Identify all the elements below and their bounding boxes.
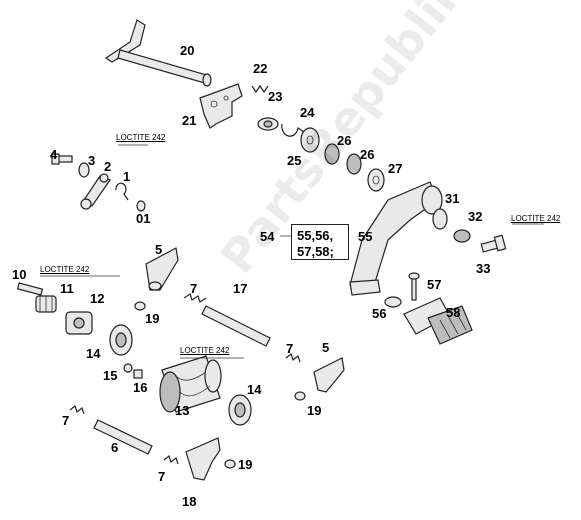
shift-fork-right-part: [313, 357, 345, 393]
part-number: 17: [233, 281, 248, 296]
part-number: 24: [300, 105, 315, 120]
part-number: 01: [136, 211, 151, 226]
spring-7-part: [183, 293, 207, 303]
part-number: 7: [158, 469, 166, 484]
part-15: [123, 363, 133, 373]
part-number: 13: [175, 403, 190, 418]
part-number: 5: [322, 340, 330, 355]
locking-lever-part: [65, 311, 93, 335]
part-number: 58: [446, 305, 461, 320]
part-number: 27: [388, 161, 403, 176]
shift-drum-part: [159, 355, 222, 413]
shift-lever-part: [349, 181, 443, 296]
part-number: 26: [337, 133, 352, 148]
part-number: 18: [182, 494, 197, 509]
part-number: 23: [268, 89, 283, 104]
bushing-19-part: [134, 301, 146, 311]
shift-plate-part: [199, 83, 243, 129]
part-number: 57: [427, 277, 442, 292]
part-number: 20: [180, 43, 195, 58]
part-number: 31: [445, 191, 460, 206]
group-number: 54: [260, 229, 275, 244]
needle-bearing-part: [324, 143, 362, 175]
bushing-32-part: [453, 229, 471, 243]
part-number: 14: [247, 382, 262, 397]
bushing-part: [257, 117, 279, 131]
footpeg-part: [403, 297, 473, 345]
loctite-label-2: LOCTITE 242: [511, 214, 561, 223]
washer-small-part: [78, 162, 90, 178]
bushing-19c-part: [224, 459, 236, 469]
part-number: 6: [111, 440, 119, 455]
washer-part: [300, 127, 320, 153]
shift-fork-lower-part: [185, 437, 221, 481]
bushing-19b-part: [294, 391, 306, 401]
part-number: 5: [155, 242, 163, 257]
part-number: 12: [90, 291, 105, 306]
spring-7c-part: [69, 404, 85, 415]
part-number: 3: [88, 153, 96, 168]
part-number: 7: [190, 281, 198, 296]
bearing-ring-part: [367, 168, 385, 192]
part-number: 14: [86, 346, 101, 361]
group-line-1: 55,56,: [297, 228, 334, 243]
pin-57-part: [408, 272, 420, 301]
part-number: 15: [103, 368, 118, 383]
part-16: [133, 369, 143, 379]
part-number: 11: [60, 281, 74, 296]
part-number: 7: [286, 341, 294, 356]
washer-31-part: [432, 208, 448, 230]
spring-part: [251, 84, 269, 94]
group-box: 55,56, 57,58;: [291, 224, 349, 260]
shift-shaft-part: [104, 19, 212, 87]
loctite-label-1: LOCTITE 242: [116, 133, 166, 142]
lever-part: [80, 173, 111, 210]
part-number: 55: [358, 229, 373, 244]
spring-7d-part: [163, 454, 179, 465]
part-number: 19: [145, 311, 160, 326]
bolt-10-part: [16, 282, 44, 296]
ring-56-part: [384, 296, 402, 308]
fork-shaft-part: [201, 305, 271, 347]
part-number: 4: [50, 147, 58, 162]
bushing-01-part: [136, 200, 146, 212]
part-number: 56: [372, 306, 387, 321]
part-number: 19: [307, 403, 322, 418]
part-number: 1: [123, 169, 131, 184]
part-number: 22: [253, 61, 268, 76]
part-number: 21: [182, 113, 197, 128]
part-number: 19: [238, 457, 253, 472]
lever-spring-part: [115, 182, 129, 201]
fork-shaft-6-part: [93, 419, 153, 455]
spring-7b-part: [285, 352, 301, 363]
bearing-14-part: [109, 324, 133, 356]
loctite-label-4: LOCTITE 242: [180, 346, 230, 355]
group-line-2: 57,58;: [297, 244, 334, 259]
loctite-label-3: LOCTITE 242: [40, 265, 90, 274]
part-number: 32: [468, 209, 483, 224]
part-number: 33: [476, 261, 491, 276]
part-number: 26: [360, 147, 375, 162]
part-number: 2: [104, 159, 112, 174]
bearing-14b-part: [228, 394, 252, 426]
part-number: 25: [287, 153, 302, 168]
shift-fork-upper-part: [145, 247, 179, 291]
leader-lines: [40, 144, 544, 359]
part-number: 7: [62, 413, 70, 428]
screw-part: [51, 153, 73, 165]
part-number: 16: [133, 380, 148, 395]
bolt-33-part: [480, 234, 507, 253]
part-number: 10: [12, 267, 27, 282]
spring-clip-part: [281, 123, 305, 137]
star-plate-part: [35, 295, 57, 313]
